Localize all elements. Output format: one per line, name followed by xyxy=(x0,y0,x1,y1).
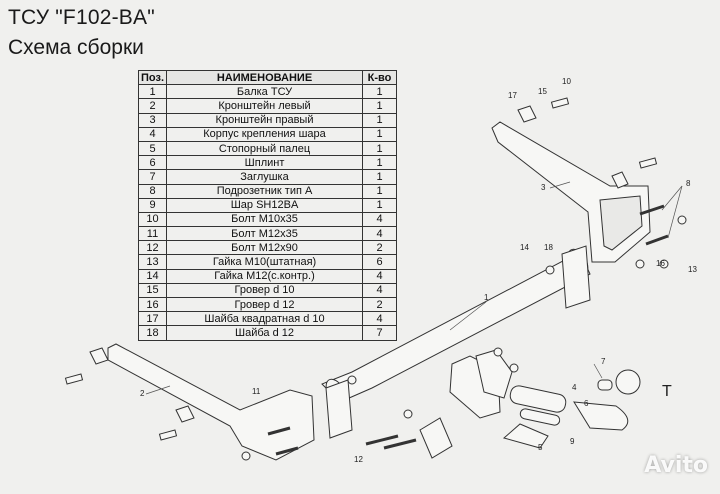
cell-pos: 4 xyxy=(137,126,168,142)
label-7: 7 xyxy=(601,357,606,366)
label-16: 16 xyxy=(656,259,665,268)
cell-qty: 1 xyxy=(362,155,398,171)
table-header-row: Поз. НАИМЕНОВАНИЕ К-во xyxy=(137,69,398,86)
cell-pos: 15 xyxy=(137,282,168,299)
label-1: 1 xyxy=(484,293,489,302)
cell-pos: 10 xyxy=(137,211,168,228)
label-17: 17 xyxy=(508,91,517,100)
cell-qty: 1 xyxy=(362,183,398,199)
page-subtitle: Схема сборки xyxy=(8,36,144,59)
cell-qty: 1 xyxy=(362,169,398,185)
label-13: 13 xyxy=(688,265,697,274)
page-title: ТСУ "F102-BA" xyxy=(8,6,155,29)
column-header-pos: Поз. xyxy=(137,69,168,86)
label-8: 8 xyxy=(686,179,691,188)
cell-pos: 12 xyxy=(137,240,168,256)
cell-name: Болт М12x90 xyxy=(166,240,364,256)
cell-pos: 5 xyxy=(137,140,168,157)
label-t: T xyxy=(662,383,672,400)
cell-pos: 14 xyxy=(137,268,168,284)
cell-name: Подрозетник тип А xyxy=(166,183,364,199)
cell-name: Шайба d 12 xyxy=(166,325,364,341)
label-11: 11 xyxy=(252,387,261,396)
label-14: 14 xyxy=(520,243,529,252)
cell-qty: 1 xyxy=(362,140,398,157)
cell-pos: 18 xyxy=(137,325,168,341)
cell-name: Заглушка xyxy=(166,169,364,185)
cell-pos: 9 xyxy=(137,197,168,213)
right-bracket xyxy=(491,121,651,263)
cell-name: Шплинт xyxy=(166,155,364,171)
cell-qty: 4 xyxy=(362,226,398,242)
cell-name: Гайка М10(штатная) xyxy=(166,254,364,270)
column-header-name: НАИМЕНОВАНИЕ xyxy=(166,69,364,86)
cell-qty: 4 xyxy=(362,211,398,228)
label-18: 18 xyxy=(544,243,553,252)
cell-name: Болт М10x35 xyxy=(166,211,364,228)
cell-pos: 7 xyxy=(137,169,168,185)
square-washer-top xyxy=(517,105,537,123)
cell-name: Гровер d 10 xyxy=(166,282,364,299)
column-header-qty: К-во xyxy=(362,69,398,86)
label-5: 5 xyxy=(538,443,543,452)
cell-qty: 7 xyxy=(362,325,398,341)
cell-pos: 11 xyxy=(137,226,168,242)
cell-pos: 17 xyxy=(137,311,168,327)
label-10: 10 xyxy=(562,77,571,86)
cell-pos: 8 xyxy=(137,183,168,199)
cell-name: Шар SH12BA xyxy=(166,197,364,213)
cell-pos: 6 xyxy=(137,155,168,171)
label-12: 12 xyxy=(354,455,363,464)
label-9: 9 xyxy=(570,437,575,446)
cell-qty: 2 xyxy=(362,240,398,256)
cell-qty: 1 xyxy=(362,98,398,114)
label-6: 6 xyxy=(584,399,589,408)
label-3: 3 xyxy=(541,183,546,192)
label-15: 15 xyxy=(538,87,547,96)
avito-watermark: Avito xyxy=(644,453,708,478)
cell-pos: 16 xyxy=(137,296,168,313)
cell-qty: 1 xyxy=(362,197,398,213)
left-bracket xyxy=(107,343,315,461)
cell-qty: 1 xyxy=(362,126,398,142)
cell-name: Стопорный палец xyxy=(166,140,364,157)
label-4: 4 xyxy=(572,383,577,392)
label-2: 2 xyxy=(140,389,145,398)
